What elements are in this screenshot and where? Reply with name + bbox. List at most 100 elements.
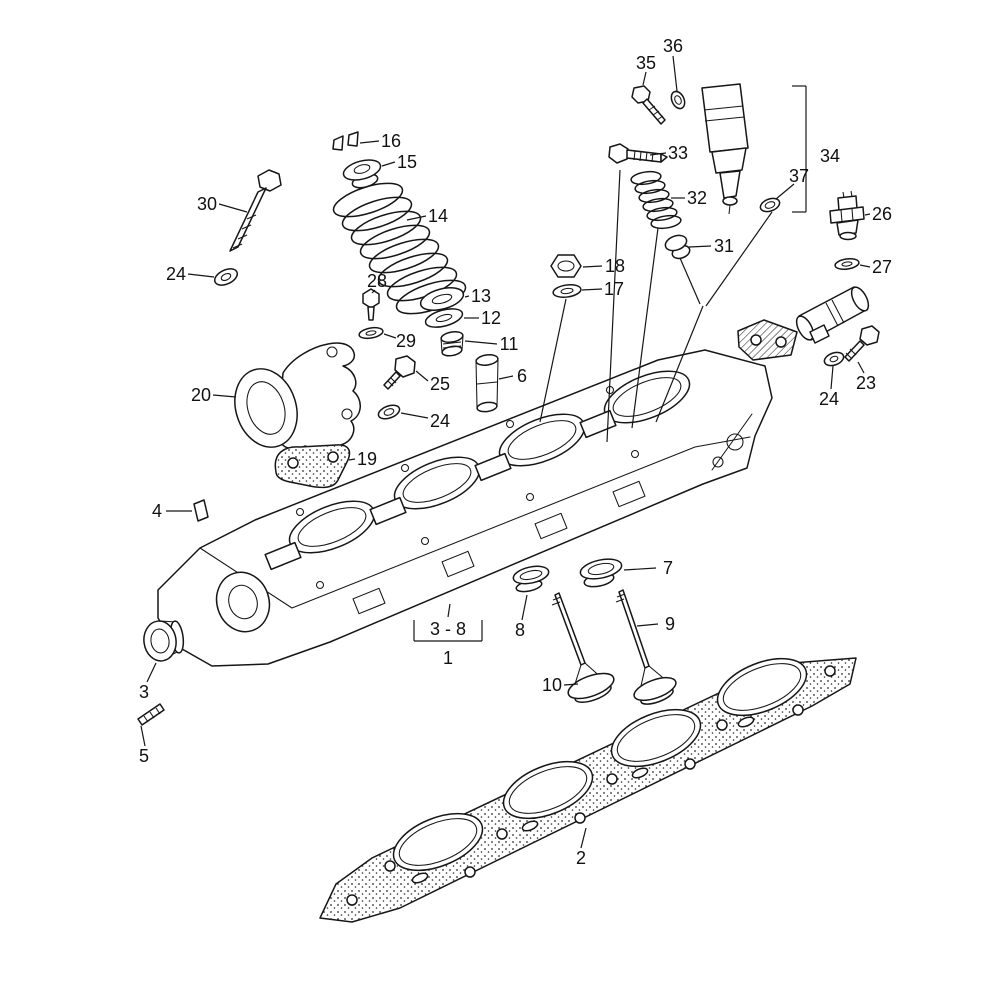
part-label-3: 3: [139, 682, 149, 702]
shim-washer-12: [424, 308, 464, 328]
part-label-36: 36: [663, 36, 683, 56]
part-label-12: 12: [481, 308, 501, 328]
leader-line-7: [623, 567, 657, 571]
stud-5: [137, 703, 165, 726]
part-label-24: 24: [166, 264, 186, 284]
leader-line-24: [187, 273, 215, 278]
part-label-30: 30: [197, 194, 217, 214]
leader-line-19: [348, 458, 356, 461]
leader-lines: [140, 55, 871, 849]
part-label-28: 28: [367, 271, 387, 291]
leader-line-3: [146, 662, 157, 683]
injector-34: [701, 83, 749, 215]
part-label-29: 29: [396, 331, 416, 351]
bolt-30: [229, 169, 282, 252]
leader-line-27: [859, 264, 871, 268]
leader-line-16: [359, 140, 380, 144]
leader-line-24: [400, 412, 429, 419]
leader-line-17: [581, 288, 603, 291]
cylinder-head: [157, 349, 773, 667]
part-label-23: 23: [856, 373, 876, 393]
leader-line-36: [672, 55, 678, 92]
leader-line-9: [636, 623, 659, 627]
bolt-35: [631, 85, 666, 125]
part-label-10: 10: [542, 675, 562, 695]
part-label-3 - 8: 3 - 8: [430, 619, 466, 639]
assembly-line-3: [705, 211, 773, 307]
bolt-28: [362, 288, 380, 321]
water-neck-gasket: [274, 444, 351, 489]
assembly-line-4: [655, 305, 704, 423]
leader-line-14: [406, 215, 427, 221]
washer-24-right: [823, 351, 845, 367]
part-label-8: 8: [515, 620, 525, 640]
part-label-25: 25: [430, 374, 450, 394]
washer-17: [552, 283, 582, 299]
assembly-line-6: [447, 603, 451, 618]
bracket-lines: [413, 85, 807, 642]
valve-10: [551, 592, 615, 703]
washer-36: [670, 90, 686, 110]
water-neck: [234, 342, 361, 450]
part-label-32: 32: [687, 188, 707, 208]
part-label-13: 13: [471, 286, 491, 306]
part-label-31: 31: [714, 236, 734, 256]
leader-line-10: [563, 683, 579, 686]
leader-line-25: [415, 370, 429, 382]
leader-line-26: [864, 213, 871, 216]
part-label-20: 20: [191, 385, 211, 405]
part-label-37: 37: [789, 166, 809, 186]
spring-32: [630, 170, 682, 230]
hex-nut-18: [550, 254, 582, 278]
part-label-15: 15: [397, 152, 417, 172]
part-label-24: 24: [819, 389, 839, 409]
part-label-26: 26: [872, 204, 892, 224]
part-label-1: 1: [443, 648, 453, 668]
tappet-31: [664, 234, 691, 260]
part-label-11: 11: [500, 334, 519, 354]
bolt-25: [383, 355, 416, 390]
part-label-9: 9: [665, 614, 675, 634]
head-gasket: [319, 657, 857, 923]
spring-seat: [419, 287, 465, 311]
clamp-plate: [737, 319, 798, 361]
leader-line-11: [464, 340, 498, 345]
leader-line-24: [830, 365, 834, 390]
washer-27: [834, 258, 860, 270]
leader-line-8: [521, 594, 528, 621]
leader-line-13: [464, 295, 470, 298]
leader-line-2: [580, 827, 587, 849]
assembly-line-0: [606, 169, 621, 443]
assembly-line-5: [539, 298, 567, 423]
part-label-16: 16: [381, 131, 401, 151]
leader-line-23: [857, 361, 865, 374]
leader-line-31: [688, 245, 712, 248]
part-label-35: 35: [636, 53, 656, 73]
leader-line-5: [140, 725, 146, 747]
assembly-line-2: [679, 257, 701, 305]
leader-line-30: [218, 203, 248, 213]
valve-seal-8: [512, 565, 550, 593]
leader-line-33: [649, 152, 667, 156]
part-label-24: 24: [430, 411, 450, 431]
plug-cap-3: [143, 620, 185, 662]
part-label-27: 27: [872, 257, 892, 277]
part-label-34: 34: [820, 146, 840, 166]
valve-seal-7: [579, 558, 623, 588]
leader-line-18: [582, 265, 603, 268]
valve-guide-6: [475, 354, 499, 413]
part-label-6: 6: [517, 366, 527, 386]
washer-24-left: [213, 268, 239, 286]
part-label-19: 19: [357, 449, 377, 469]
o-ring-37: [759, 197, 781, 213]
part-label-18: 18: [605, 256, 625, 276]
washer-24-mid: [377, 404, 401, 420]
assembly-line-1: [631, 227, 659, 429]
leader-line-6: [498, 375, 514, 380]
leader-line-20: [212, 394, 237, 398]
valve-9: [615, 589, 677, 705]
sleeve-11: [440, 330, 464, 357]
shaft-housing: [795, 286, 870, 344]
